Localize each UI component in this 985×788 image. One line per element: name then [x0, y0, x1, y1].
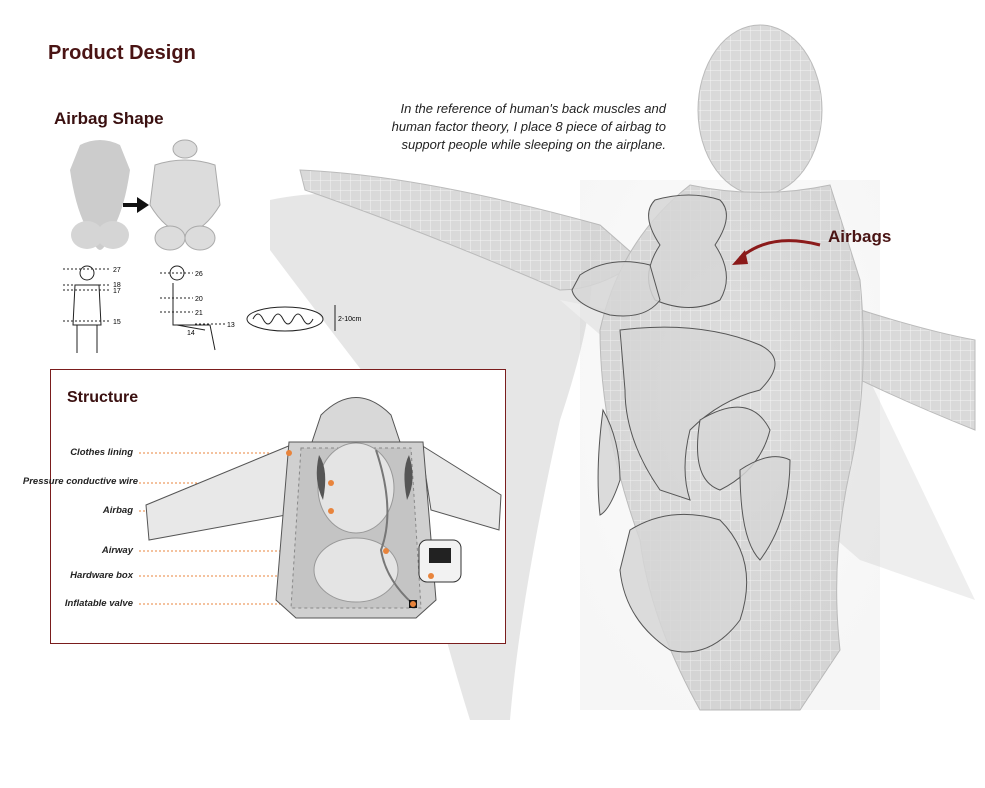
side-label-2: 20 — [195, 296, 203, 303]
side-pad-right — [404, 455, 413, 500]
wave-line — [252, 313, 314, 325]
label-inflatable-valve: Inflatable valve — [64, 598, 133, 609]
front-figure-head — [79, 265, 95, 281]
airbag-body — [149, 159, 221, 236]
dimension-note: 2-10cm — [338, 316, 362, 323]
hood — [310, 397, 402, 446]
label-airway: Airway — [101, 545, 133, 556]
side-label-1: 26 — [195, 271, 203, 278]
structure-heading: Structure — [67, 389, 139, 406]
airbag-shape-diagrams: 27 18 17 15 26 20 21 13 14 2-10cm — [63, 139, 362, 353]
design-description: In the reference of human's back muscles… — [391, 101, 666, 152]
label-pressure-wire: Pressure conductive wire — [22, 476, 138, 487]
side-label-3: 21 — [195, 310, 203, 317]
page-title: Product Design — [48, 42, 196, 64]
front-label-1: 27 — [113, 267, 121, 274]
structure-panel: Structure Clothes lining Pressure conduc… — [23, 369, 506, 644]
airbags-label: Airbags — [828, 227, 892, 246]
hardware-screen — [429, 548, 451, 563]
jacket-diagram — [139, 397, 502, 619]
label-airbag: Airbag — [102, 505, 133, 516]
side-label-5: 14 — [187, 330, 195, 337]
glute-left — [71, 221, 103, 249]
arrow-icon — [137, 197, 149, 213]
label-clothes-lining: Clothes lining — [70, 447, 133, 458]
upper-airbag — [317, 442, 395, 534]
side-pad-left — [316, 455, 326, 500]
side-label-4: 13 — [227, 322, 235, 329]
front-label-2: 18 — [113, 282, 121, 289]
airbag-glute-left — [154, 225, 186, 251]
right-sleeve — [420, 443, 502, 531]
airbag-top — [172, 139, 198, 159]
airbag-shape-heading: Airbag Shape — [54, 109, 164, 128]
front-figure-body — [72, 284, 102, 353]
left-sleeve — [145, 444, 292, 541]
airbag-glute-right — [184, 225, 216, 251]
glute-right — [97, 221, 129, 249]
airway-tube — [375, 449, 414, 605]
wave-container — [246, 306, 324, 332]
front-label-4: 15 — [113, 319, 121, 326]
front-label-3: 17 — [113, 288, 121, 295]
lower-airbag — [313, 537, 399, 603]
side-figure-body — [172, 283, 216, 351]
label-hardware-box: Hardware box — [70, 570, 133, 581]
